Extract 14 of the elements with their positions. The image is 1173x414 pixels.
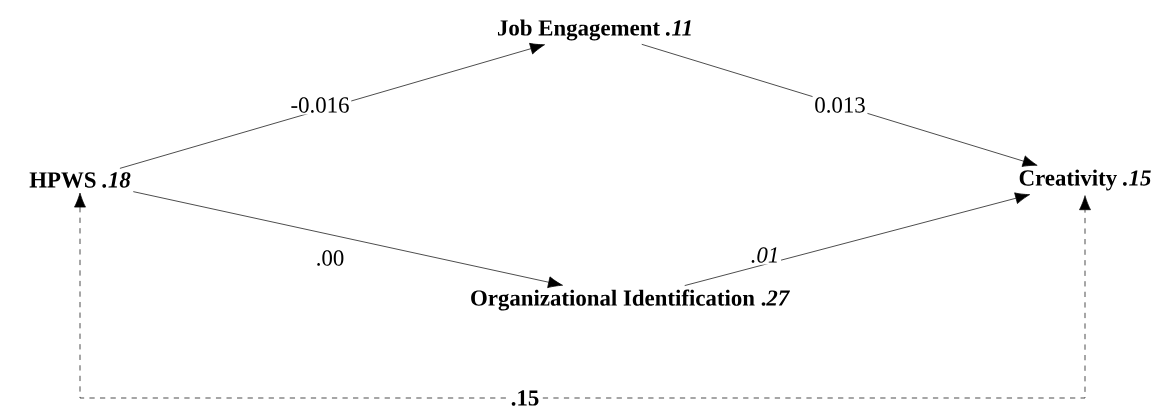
edge-label: 0.013	[812, 95, 868, 115]
arrow	[132, 191, 563, 289]
variable-label: Organizational Identification .27	[471, 289, 790, 311]
variable-label: Creativity .15	[1019, 169, 1151, 191]
edge-label: -0.016	[288, 95, 352, 115]
arrow	[74, 192, 1091, 399]
arrow	[641, 43, 1038, 167]
arrow	[119, 43, 545, 169]
variable-label: HPWS .18	[29, 172, 131, 188]
edge-label: .15	[508, 388, 542, 408]
edge-label: .00	[313, 248, 347, 268]
variable-label: Job Engagement .11	[497, 19, 691, 41]
arrow	[684, 192, 1030, 286]
edge-label: .01	[748, 245, 782, 265]
